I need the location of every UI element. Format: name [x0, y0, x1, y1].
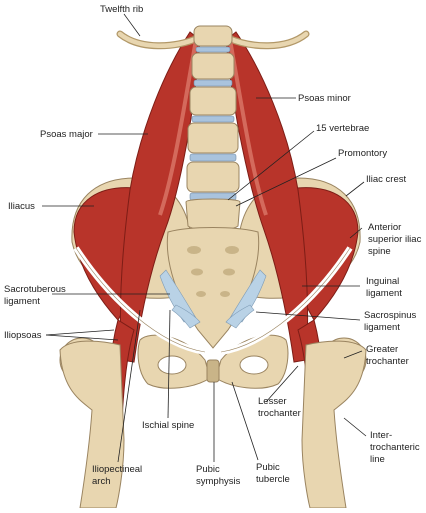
- label-psoas-major: Psoas major: [40, 129, 93, 140]
- label-iliacus: Iliacus: [8, 201, 35, 212]
- left-femur: [59, 337, 125, 509]
- label-pubic-symphysis-1: Pubic: [196, 464, 220, 475]
- vertebral-column: [185, 25, 241, 231]
- label-promontory: Promontory: [338, 148, 387, 159]
- label-pubic-symphysis-2: symphysis: [196, 476, 241, 487]
- label-sacrotuberous-1: Sacrotuberous: [4, 284, 66, 295]
- label-psoas-minor: Psoas minor: [298, 93, 351, 104]
- label-15-vertebrae: 15 vertebrae: [316, 123, 369, 134]
- label-sacrospinus-2: ligament: [364, 322, 400, 333]
- label-intertrochanteric-1: Inter-: [370, 430, 392, 441]
- left-sacrotuberous-ligament: [159, 269, 197, 323]
- left-sacrospinus-ligament: [171, 304, 201, 329]
- right-sacrospinus-ligament: [225, 304, 255, 329]
- label-ischial-spine: Ischial spine: [142, 420, 194, 431]
- label-lesser-trochanter-1: Lesser: [258, 396, 287, 407]
- label-pubic-tubercle-1: Pubic: [256, 462, 280, 473]
- label-twelfth-rib: Twelfth rib: [100, 4, 143, 15]
- label-lesser-trochanter-2: trochanter: [258, 408, 301, 419]
- sacrum: [166, 227, 260, 349]
- label-intertrochanteric-3: line: [370, 454, 385, 465]
- label-iliopsoas: Iliopsoas: [4, 330, 42, 341]
- label-asis-2: superior iliac: [368, 234, 422, 245]
- leader-lines: [42, 13, 367, 463]
- right-femur: [301, 337, 367, 509]
- label-iliopectineal-1: Iliopectineal: [92, 464, 142, 475]
- label-greater-trochanter-1: Greater: [366, 344, 398, 355]
- label-asis-1: Anterior: [368, 222, 401, 233]
- label-asis-3: spine: [368, 246, 391, 257]
- label-sacrotuberous-2: ligament: [4, 296, 40, 307]
- label-greater-trochanter-2: trochanter: [366, 356, 409, 367]
- label-sacrospinus-1: Sacrospinus: [364, 310, 417, 321]
- label-inguinal-2: ligament: [366, 288, 402, 299]
- right-sacrotuberous-ligament: [229, 269, 267, 323]
- label-pubic-tubercle-2: tubercle: [256, 474, 290, 485]
- label-iliopectineal-2: arch: [92, 476, 110, 487]
- label-iliac-crest: Iliac crest: [366, 174, 406, 185]
- label-intertrochanteric-2: trochanteric: [370, 442, 420, 453]
- label-inguinal-1: Inguinal: [366, 276, 399, 287]
- labels: Twelfth rib Psoas minor Psoas major 15 v…: [4, 4, 422, 487]
